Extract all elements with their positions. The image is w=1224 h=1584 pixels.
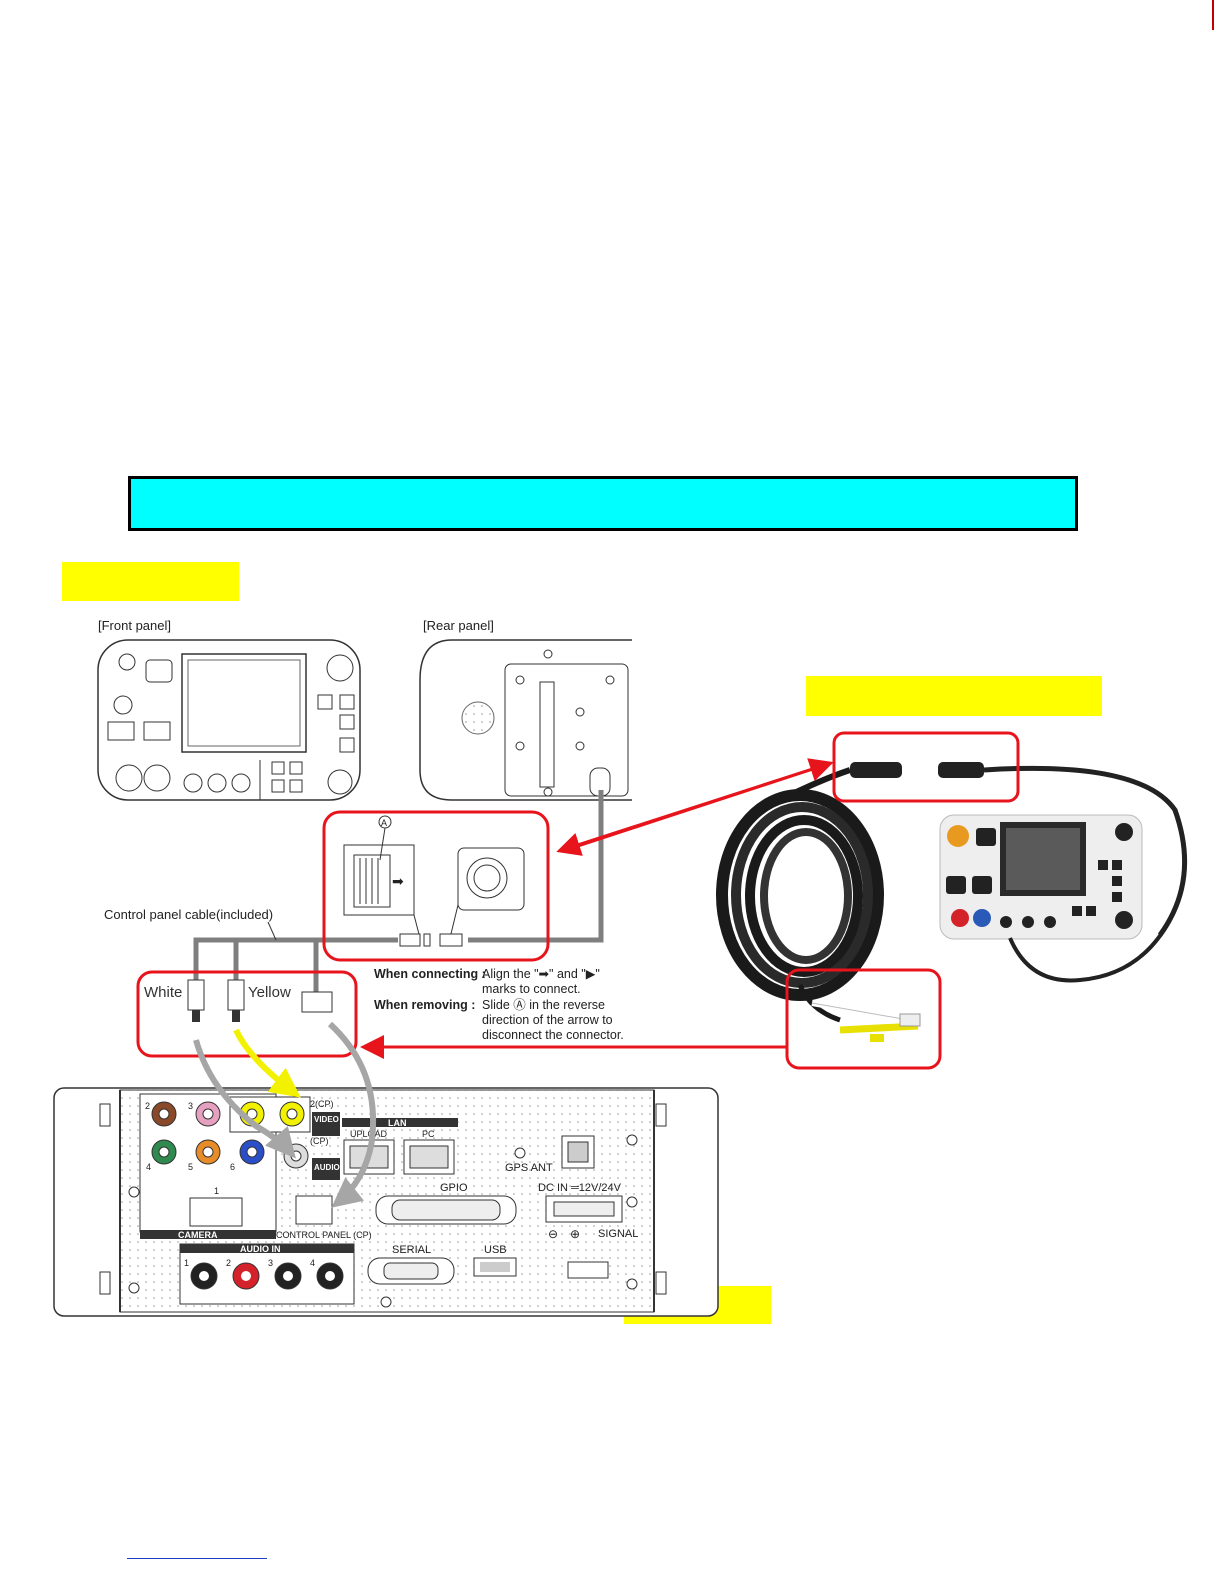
cable-photo bbox=[722, 762, 1185, 1042]
serial-label: SERIAL bbox=[392, 1244, 431, 1256]
rear-panel-drawing bbox=[420, 640, 632, 800]
n1-label: 1 bbox=[214, 1186, 219, 1196]
svg-text:⊕: ⊕ bbox=[570, 1227, 580, 1241]
gpio-label: GPIO bbox=[440, 1182, 468, 1194]
lan-label: LAN bbox=[388, 1118, 407, 1128]
cp-label: (CP) bbox=[310, 1136, 329, 1146]
front-panel-drawing bbox=[98, 640, 360, 800]
removing-text-2: direction of the arrow to bbox=[482, 1013, 613, 1027]
n5-label: 5 bbox=[188, 1162, 193, 1172]
removing-text-1: Slide Ⓐ in the reverse bbox=[482, 998, 605, 1012]
a4-label: 4 bbox=[310, 1258, 315, 1268]
recorder-rear-panel: 2 3 4 5 6 1 CAMERA 2(CP) (CP) VIDEO OUT … bbox=[54, 1088, 718, 1316]
footer-link-underline[interactable] bbox=[127, 1558, 267, 1559]
front-panel-label: [Front panel] bbox=[98, 618, 171, 633]
audio-in-label: AUDIO IN bbox=[240, 1244, 281, 1254]
n3-label: 3 bbox=[188, 1101, 193, 1111]
camera-label: CAMERA bbox=[178, 1230, 218, 1240]
connecting-text-2: marks to connect. bbox=[482, 982, 581, 996]
marker-a: A bbox=[381, 818, 387, 828]
usb-label: USB bbox=[484, 1244, 507, 1256]
dc-in-label: DC IN ═12V/24V bbox=[538, 1182, 622, 1194]
n6-label: 6 bbox=[230, 1162, 235, 1172]
white-label: White bbox=[144, 984, 182, 1001]
pc-label: PC bbox=[422, 1129, 435, 1139]
n4-label: 4 bbox=[146, 1162, 151, 1172]
cp2-label: 2(CP) bbox=[310, 1099, 334, 1109]
upload-label: UPLOAD bbox=[350, 1129, 388, 1139]
n2-label: 2 bbox=[145, 1101, 150, 1111]
control-panel-label: CONTROL PANEL (CP) bbox=[276, 1230, 372, 1240]
signal-label: SIGNAL bbox=[598, 1228, 638, 1240]
svg-text:⊖: ⊖ bbox=[548, 1227, 558, 1241]
a3-label: 3 bbox=[268, 1258, 273, 1268]
svg-text:➡: ➡ bbox=[392, 873, 404, 889]
connector-detail: ➡ A bbox=[344, 816, 524, 946]
cable-label: Control panel cable(included) bbox=[104, 907, 273, 922]
a1-label: 1 bbox=[184, 1258, 189, 1268]
yellow-label: Yellow bbox=[248, 984, 291, 1001]
connecting-text-1: Align the "➡" and "▶" bbox=[482, 967, 600, 981]
a2-label: 2 bbox=[226, 1258, 231, 1268]
removing-text-3: disconnect the connector. bbox=[482, 1028, 624, 1042]
gps-label: GPS ANT bbox=[505, 1162, 553, 1174]
connecting-head: When connecting : bbox=[374, 967, 486, 981]
removing-head: When removing : bbox=[374, 998, 475, 1012]
rear-panel-label: [Rear panel] bbox=[423, 618, 494, 633]
